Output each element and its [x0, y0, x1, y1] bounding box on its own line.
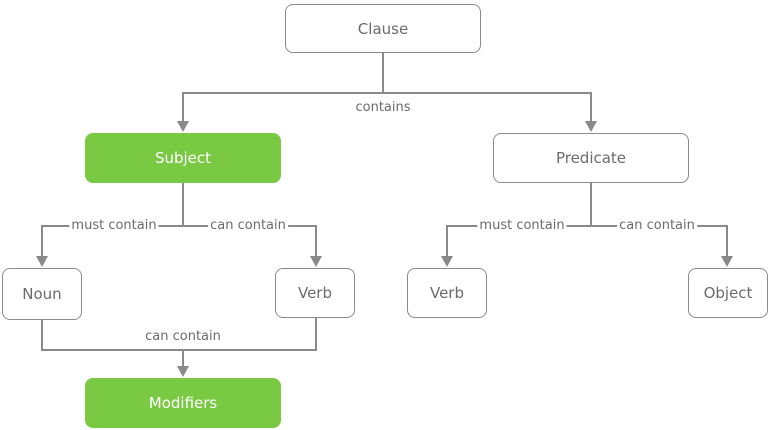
node-noun-label: Noun	[22, 285, 62, 303]
node-object-label: Object	[703, 284, 753, 302]
edge-clause-predicate	[383, 92, 592, 122]
node-modifiers[interactable]: Modifiers	[85, 378, 281, 428]
node-object[interactable]: Object	[688, 268, 768, 318]
node-predicate-verb-label: Verb	[429, 284, 464, 302]
node-subject-verb-label: Verb	[297, 284, 332, 302]
node-subject-verb[interactable]: Verb	[275, 268, 355, 318]
arrowhead-subject	[177, 121, 189, 132]
arrowhead-predicate-verb	[441, 256, 453, 267]
edge-verb-modifiers	[183, 318, 317, 351]
node-predicate-verb[interactable]: Verb	[407, 268, 487, 318]
node-predicate-label: Predicate	[555, 149, 627, 167]
node-subject-label: Subject	[154, 149, 212, 167]
node-clause[interactable]: Clause	[285, 4, 481, 53]
node-predicate[interactable]: Predicate	[493, 133, 689, 183]
node-subject[interactable]: Subject	[85, 133, 281, 183]
arrowhead-modifiers	[177, 366, 189, 377]
edge-label-clause-contains: contains	[353, 100, 413, 116]
node-clause-label: Clause	[357, 19, 409, 38]
arrowhead-predicate	[585, 121, 597, 132]
edge-label-noun-verb-can-contain: can contain	[143, 329, 223, 345]
arrowhead-object	[721, 256, 733, 267]
edge-label-subject-must-contain: must contain	[69, 218, 159, 234]
edge-noun-modifiers	[41, 320, 184, 367]
arrowhead-subject-verb	[310, 256, 322, 267]
edge-clause-subject	[182, 53, 384, 122]
edge-label-predicate-can-contain: can contain	[617, 218, 697, 234]
node-noun[interactable]: Noun	[2, 268, 82, 320]
arrowhead-noun	[36, 256, 48, 267]
edge-label-subject-can-contain: can contain	[208, 218, 288, 234]
node-modifiers-label: Modifiers	[148, 394, 218, 412]
edge-label-predicate-must-contain: must contain	[477, 218, 567, 234]
